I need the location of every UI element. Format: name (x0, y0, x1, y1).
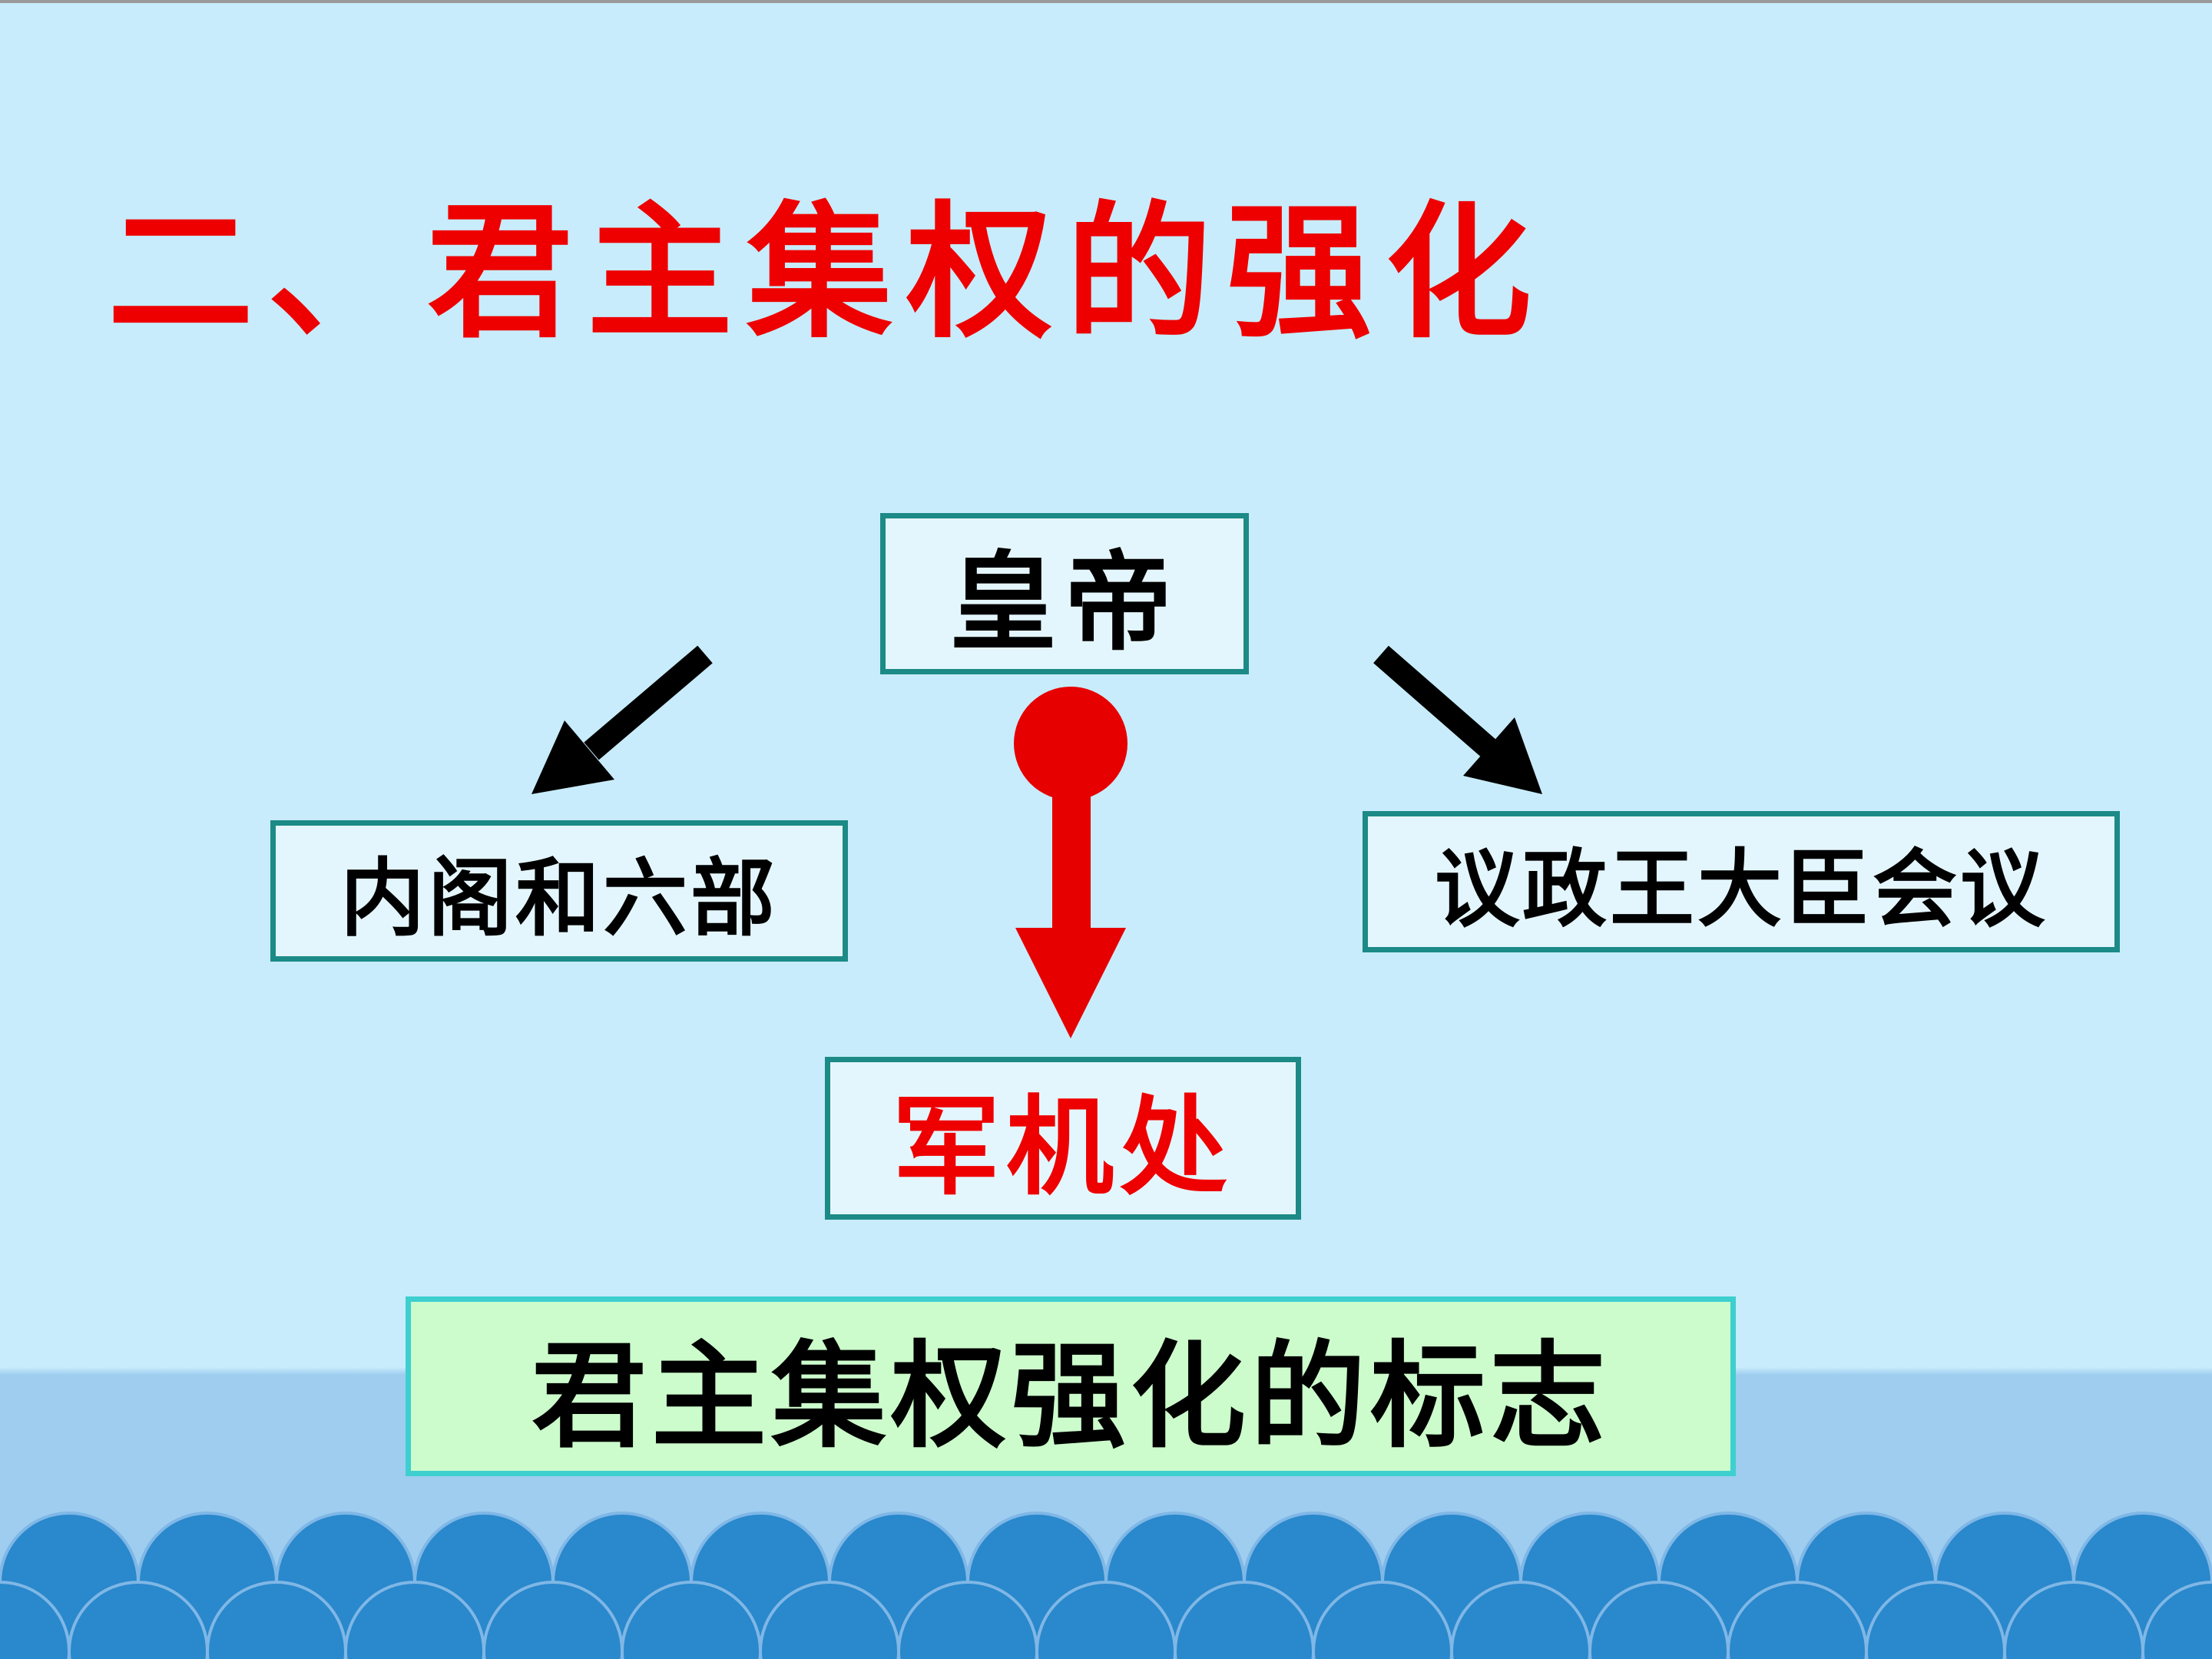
wave-decoration (0, 1512, 2212, 1659)
top-border (0, 0, 2212, 3)
slide-title: 二、君主集权的强化 (108, 187, 1546, 358)
arrow-to-council (1373, 645, 1542, 794)
node-emperor: 皇帝 (880, 513, 1249, 674)
node-council: 议政王大臣会议 (1363, 811, 2120, 952)
wave-scallop (2141, 1581, 2212, 1659)
node-military: 军机处 (825, 1057, 1301, 1220)
arrow-to-military (1014, 687, 1128, 1038)
node-emperor-label: 皇帝 (949, 540, 1180, 666)
node-military-label: 军机处 (892, 1084, 1233, 1210)
node-symbol: 君主集权强化的标志 (406, 1296, 1736, 1476)
node-cabinet-label: 内阁和六部 (340, 849, 778, 948)
arrow-to-cabinet (531, 645, 713, 794)
node-council-label: 议政王大臣会议 (1435, 839, 2048, 939)
node-cabinet: 内阁和六部 (270, 820, 848, 962)
node-symbol-label: 君主集权强化的标志 (531, 1328, 1610, 1464)
